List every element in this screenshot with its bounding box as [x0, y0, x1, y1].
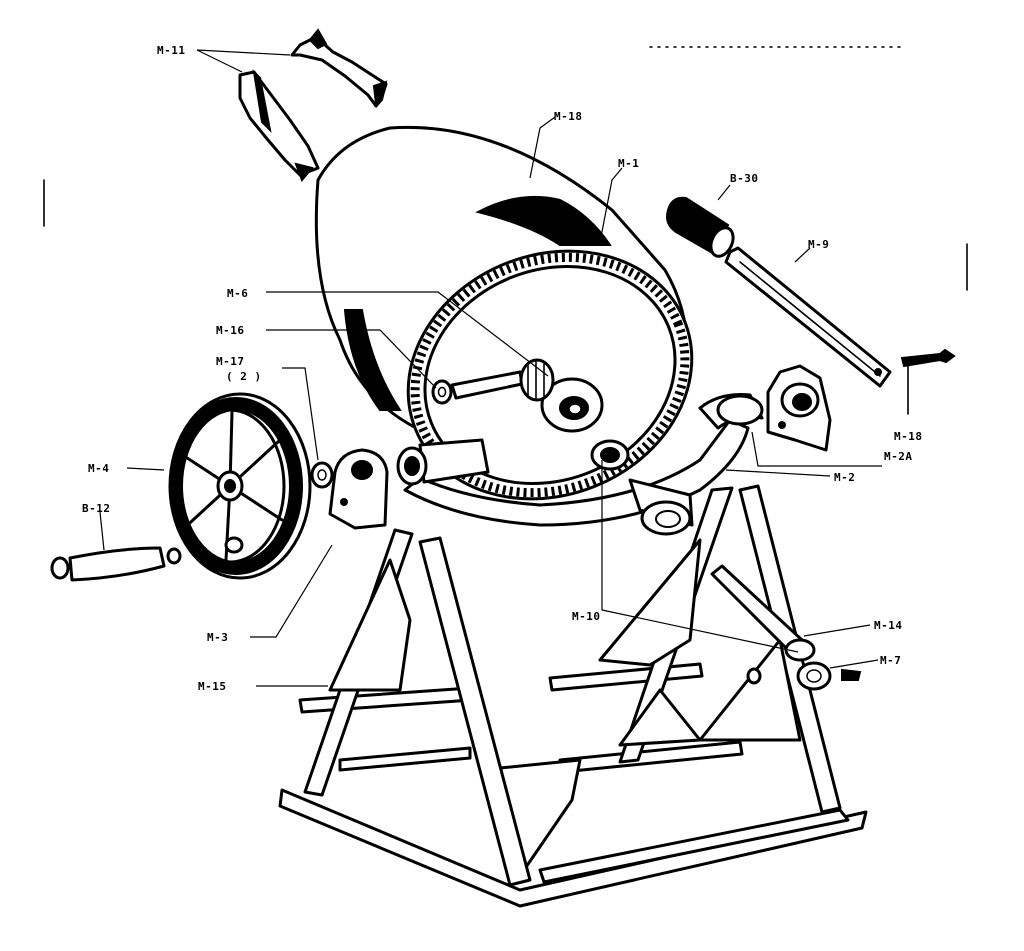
label-m3: M-3 — [207, 631, 228, 644]
label-m9: M-9 — [808, 238, 829, 251]
drum-hub — [540, 377, 604, 433]
bearing-bracket — [766, 364, 832, 452]
label-m17: M-17 — [216, 355, 245, 368]
label-m1: M-1 — [618, 157, 639, 170]
washer-pair — [310, 461, 334, 489]
label-m2a: M-2A — [884, 450, 913, 463]
hand-wheel — [168, 392, 312, 580]
drum-cover-pieces — [238, 28, 388, 182]
label-m11: M-11 — [157, 44, 186, 57]
label-b30: B-30 — [730, 172, 759, 185]
pinion-shaft — [450, 358, 555, 402]
bolt — [900, 348, 956, 415]
drive-shaft — [724, 246, 892, 388]
label-m2: M-2 — [834, 471, 855, 484]
label-m16: M-16 — [216, 324, 245, 337]
part-labels: M-11 M-18 M-1 B-30 M-9 M-6 M-16 M-17 ( 2… — [82, 44, 923, 693]
leader-lines — [99, 49, 882, 687]
label-m17-qty: ( 2 ) — [226, 370, 262, 383]
label-m6: M-6 — [227, 287, 248, 300]
label-m18-right: M-18 — [894, 430, 923, 443]
bearing-block — [328, 448, 389, 530]
scan-marks — [43, 46, 968, 291]
label-b12: B-12 — [82, 502, 111, 515]
tilt-lever — [710, 564, 816, 662]
label-m15: M-15 — [198, 680, 227, 693]
mixer-stand — [278, 484, 868, 908]
label-m7: M-7 — [880, 654, 901, 667]
label-m18-top: M-18 — [554, 110, 583, 123]
crank-handle — [50, 546, 182, 582]
label-m4: M-4 — [88, 462, 109, 475]
label-m10: M-10 — [572, 610, 601, 623]
washer — [431, 379, 453, 405]
shaft-sleeve — [666, 196, 735, 258]
label-m14: M-14 — [874, 619, 903, 632]
yoke-frame — [396, 393, 764, 536]
lock-collar — [746, 661, 862, 691]
